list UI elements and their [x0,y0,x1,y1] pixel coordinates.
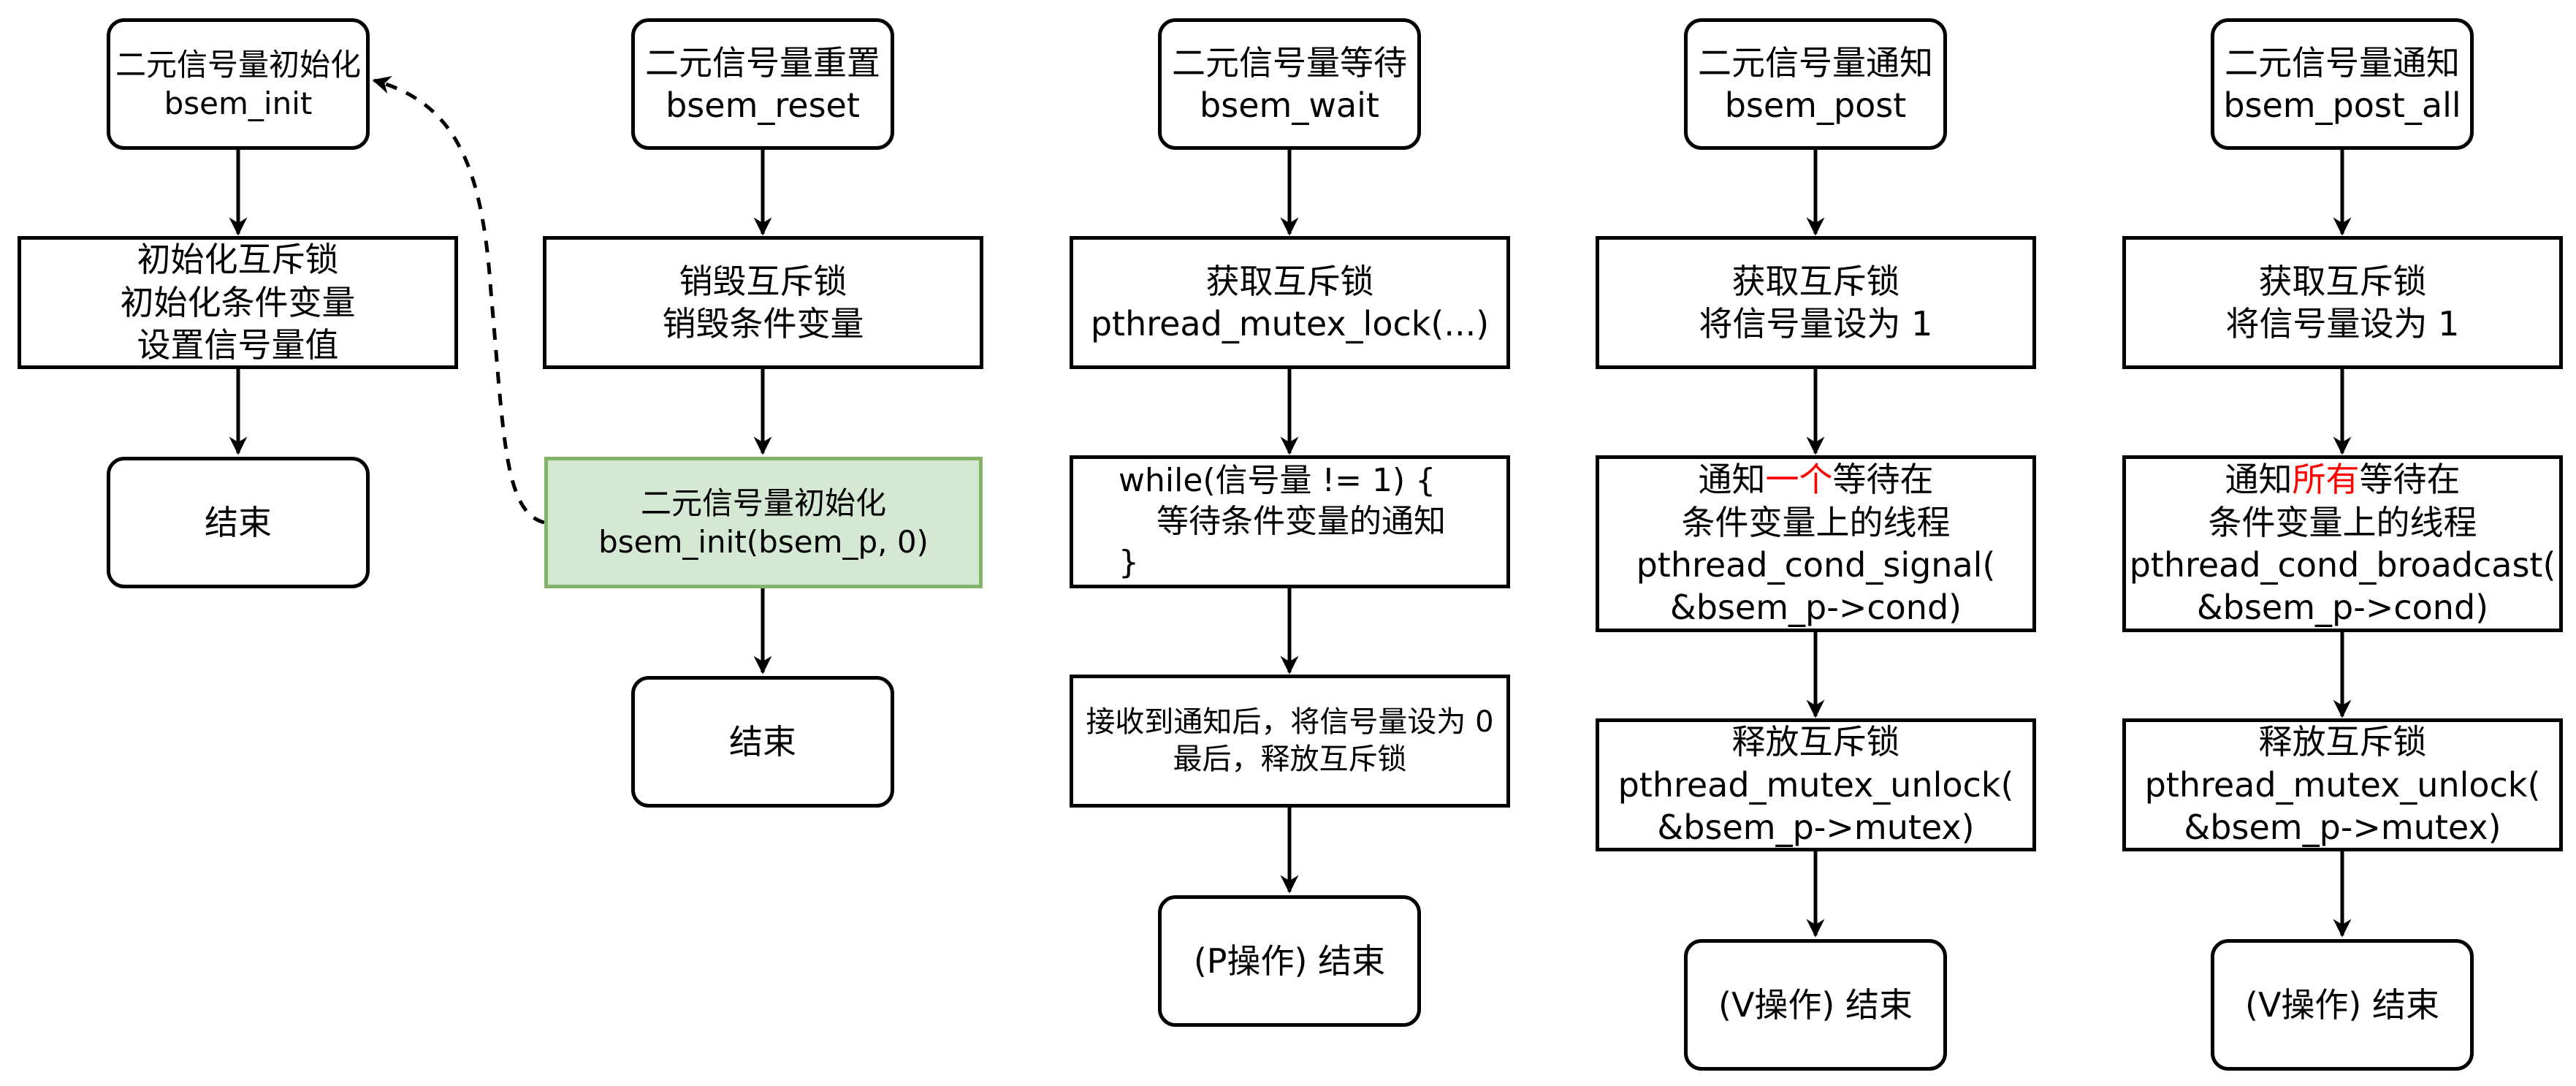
node-text: 初始化互斥锁 [137,240,339,280]
node-text: bsem_init [164,86,313,121]
node-text: pthread_mutex_unlock( [2144,764,2541,805]
node-text: pthread_cond_signal( [1636,545,1996,585]
node-text: 二元信号量通知 [2225,42,2460,83]
node-text: 条件变量上的线程 [2208,502,2477,542]
node-text: 获取互斥锁 [2258,261,2427,301]
bsem-wait-lock-node: 获取互斥锁 pthread_mutex_lock(...) [1070,236,1510,369]
bsem-post-all-title-node: 二元信号量通知 bsem_post_all [2211,18,2474,150]
bsem-wait-title-node: 二元信号量等待 bsem_wait [1158,18,1421,150]
bsem-wait-release-node: 接收到通知后，将信号量设为 0 最后，释放互斥锁 [1070,675,1510,808]
bsem-post-unlock-node: 释放互斥锁 pthread_mutex_unlock( &bsem_p->mut… [1596,718,2036,851]
node-text: 等待条件变量的通知 [1156,503,1446,541]
node-text: 二元信号量初始化 [115,46,361,83]
bsem-reset-end-node: 结束 [631,676,894,808]
bsem-init-end-node: 结束 [107,457,370,588]
node-text: 二元信号量初始化 [640,485,886,521]
bsem-post-end-node: (V操作) 结束 [1684,939,1947,1071]
node-text: 通知所有等待在 [2225,460,2461,500]
node-text: 二元信号量重置 [645,42,880,83]
highlight-text: 所有 [2292,460,2360,500]
node-text: 结束 [205,502,272,542]
node-text: 将信号量设为 1 [2225,304,2460,343]
node-text: &bsem_p->cond) [2196,588,2489,628]
dashed-arrow-to-bsem-init [372,75,545,525]
node-text: bsem_reset [666,86,860,125]
bsem-post-title-node: 二元信号量通知 bsem_post [1684,18,1947,150]
node-text: 设置信号量值 [137,325,339,365]
node-text: &bsem_p->mutex) [1657,808,1975,848]
node-text: &bsem_p->cond) [1669,588,1962,628]
node-text: bsem_post_all [2223,86,2461,125]
bsem-init-step-node: 初始化互斥锁 初始化条件变量 设置信号量值 [18,236,458,369]
bsem-post-all-unlock-node: 释放互斥锁 pthread_mutex_unlock( &bsem_p->mut… [2122,718,2563,851]
bsem-reset-reinit-node: 二元信号量初始化 bsem_init(bsem_p, 0) [544,457,983,588]
bsem-wait-loop-node: while(信号量 != 1) { 等待条件变量的通知 } [1070,455,1510,588]
bsem-wait-end-node: (P操作) 结束 [1158,895,1421,1027]
node-text: pthread_mutex_unlock( [1617,764,2014,805]
node-text: pthread_mutex_lock(...) [1090,304,1490,343]
bsem-reset-destroy-node: 销毁互斥锁 销毁条件变量 [543,236,983,369]
node-text: &bsem_p->mutex) [2184,808,2501,848]
node-text: (V操作) 结束 [1718,984,1913,1025]
node-text: 获取互斥锁 [1205,261,1374,301]
node-text: 释放互斥锁 [1731,722,1900,762]
bsem-post-all-end-node: (V操作) 结束 [2211,939,2474,1071]
bsem-init-title-node: 二元信号量初始化 bsem_init [107,18,370,150]
node-text: 二元信号量通知 [1698,42,1933,83]
node-text: 条件变量上的线程 [1681,502,1951,542]
bsem-post-all-lock-node: 获取互斥锁 将信号量设为 1 [2122,236,2563,369]
bsem-reset-title-node: 二元信号量重置 bsem_reset [631,18,894,150]
node-text: 销毁互斥锁 [679,261,847,301]
bsem-post-lock-node: 获取互斥锁 将信号量设为 1 [1596,236,2036,369]
node-text: 将信号量设为 1 [1699,304,1933,343]
node-text: pthread_cond_broadcast( [2129,545,2556,585]
node-text: 结束 [729,721,796,762]
node-text: 最后，释放互斥锁 [1173,743,1407,776]
node-text: 二元信号量等待 [1172,42,1407,83]
node-text: (P操作) 结束 [1193,941,1386,981]
node-text: bsem_init(bsem_p, 0) [598,524,929,560]
node-text: 获取互斥锁 [1731,261,1900,301]
node-text: while(信号量 != 1) { [1119,462,1436,500]
node-text: bsem_post [1724,86,1907,125]
node-text: 通知一个等待在 [1698,460,1934,500]
bsem-post-all-broadcast-node: 通知所有等待在 条件变量上的线程 pthread_cond_broadcast(… [2122,455,2563,632]
node-text: } [1119,543,1139,581]
node-text: 销毁条件变量 [662,304,864,343]
bsem-post-signal-node: 通知一个等待在 条件变量上的线程 pthread_cond_signal( &b… [1596,455,2036,632]
node-text: (V操作) 结束 [2245,984,2439,1025]
node-text: 初始化条件变量 [120,282,356,322]
node-text: bsem_wait [1200,86,1379,125]
node-text: 接收到通知后，将信号量设为 0 [1086,705,1494,740]
highlight-text: 一个 [1765,460,1833,500]
node-text: 释放互斥锁 [2258,722,2427,762]
